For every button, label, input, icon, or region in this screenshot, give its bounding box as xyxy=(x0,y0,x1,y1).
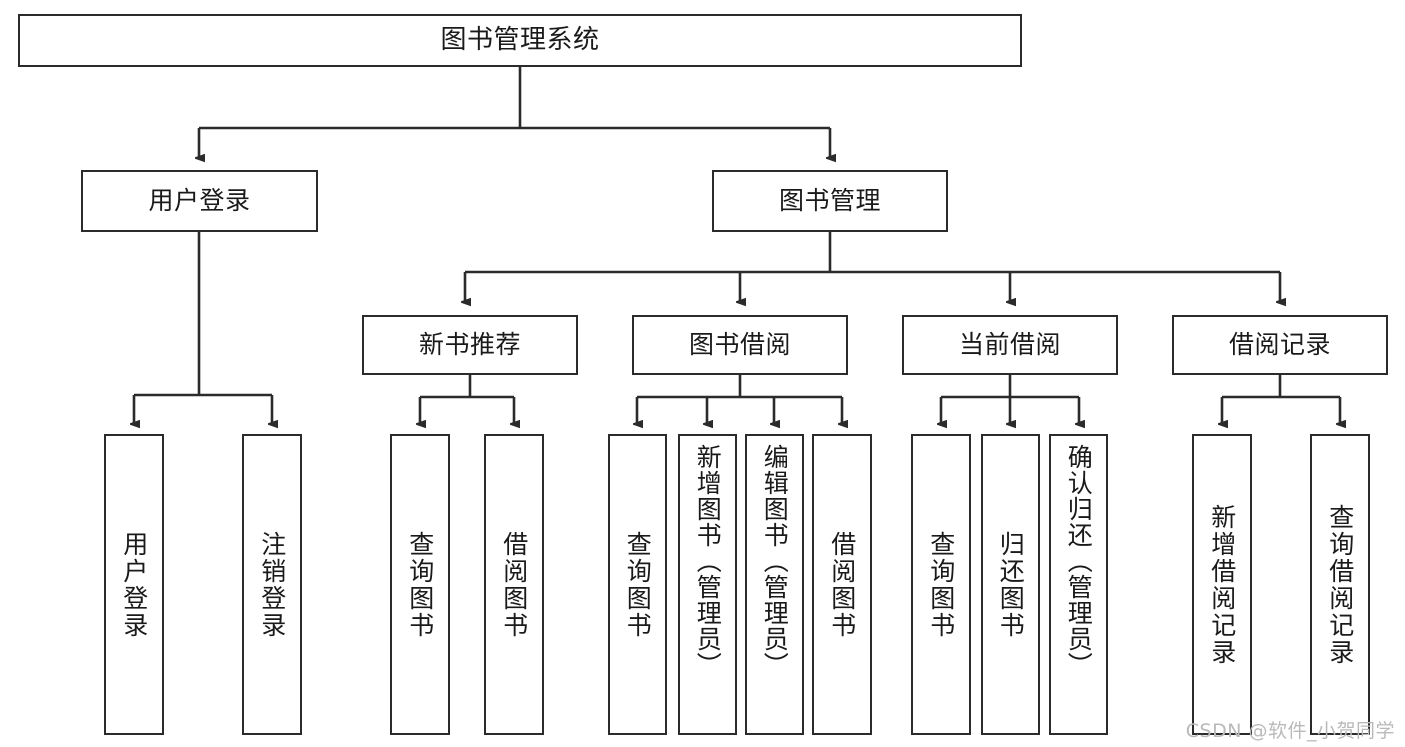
node-label: 新增借阅记录 xyxy=(1207,503,1237,666)
node-label: 查询借阅记录 xyxy=(1325,503,1355,666)
node-current-borrow[interactable]: 当前借阅 xyxy=(902,315,1118,375)
node-book-borrow[interactable]: 图书借阅 xyxy=(632,315,848,375)
node-label: 用户登录 xyxy=(119,530,149,639)
leaf-confirm-return-admin[interactable]: 确认归还（管理员） xyxy=(1049,434,1108,735)
node-label: 图书借阅 xyxy=(688,330,791,359)
node-book-management[interactable]: 图书管理 xyxy=(712,170,948,232)
leaf-add-book-admin[interactable]: 新增图书（管理员） xyxy=(678,434,737,735)
node-label: 借阅记录 xyxy=(1228,330,1331,359)
watermark-text: CSDN @软件_小贺同学 xyxy=(1185,720,1395,742)
node-root-system[interactable]: 图书管理系统 xyxy=(18,14,1022,67)
leaf-borrow-book-recommend[interactable]: 借阅图书 xyxy=(484,434,544,735)
leaf-query-borrow-record[interactable]: 查询借阅记录 xyxy=(1310,434,1370,735)
node-label: 编辑图书（管理员） xyxy=(760,444,790,678)
node-label: 借阅图书 xyxy=(827,530,857,639)
node-user-login[interactable]: 用户登录 xyxy=(81,170,318,232)
node-label: 新书推荐 xyxy=(418,330,521,359)
node-label: 借阅图书 xyxy=(499,530,529,639)
node-new-book-recommend[interactable]: 新书推荐 xyxy=(362,315,578,375)
node-label: 查询图书 xyxy=(405,530,435,639)
leaf-add-borrow-record[interactable]: 新增借阅记录 xyxy=(1192,434,1252,735)
leaf-query-book-borrow[interactable]: 查询图书 xyxy=(608,434,667,735)
node-label: 用户登录 xyxy=(148,186,251,215)
node-label: 图书管理系统 xyxy=(440,24,600,55)
node-label: 新增图书（管理员） xyxy=(693,444,723,678)
node-label: 查询图书 xyxy=(623,530,653,639)
leaf-logout[interactable]: 注销登录 xyxy=(242,434,302,735)
leaf-query-book-current[interactable]: 查询图书 xyxy=(911,434,971,735)
node-label: 确认归还（管理员） xyxy=(1064,444,1094,678)
node-label: 当前借阅 xyxy=(958,330,1061,359)
leaf-edit-book-admin[interactable]: 编辑图书（管理员） xyxy=(745,434,804,735)
leaf-return-book[interactable]: 归还图书 xyxy=(981,434,1040,735)
node-label: 归还图书 xyxy=(996,530,1026,639)
node-borrow-records[interactable]: 借阅记录 xyxy=(1172,315,1388,375)
leaf-user-login[interactable]: 用户登录 xyxy=(104,434,164,735)
node-label: 注销登录 xyxy=(257,530,287,639)
node-label: 查询图书 xyxy=(926,530,956,639)
node-label: 图书管理 xyxy=(778,186,881,215)
leaf-borrow-book[interactable]: 借阅图书 xyxy=(812,434,872,735)
leaf-query-book-recommend[interactable]: 查询图书 xyxy=(390,434,450,735)
